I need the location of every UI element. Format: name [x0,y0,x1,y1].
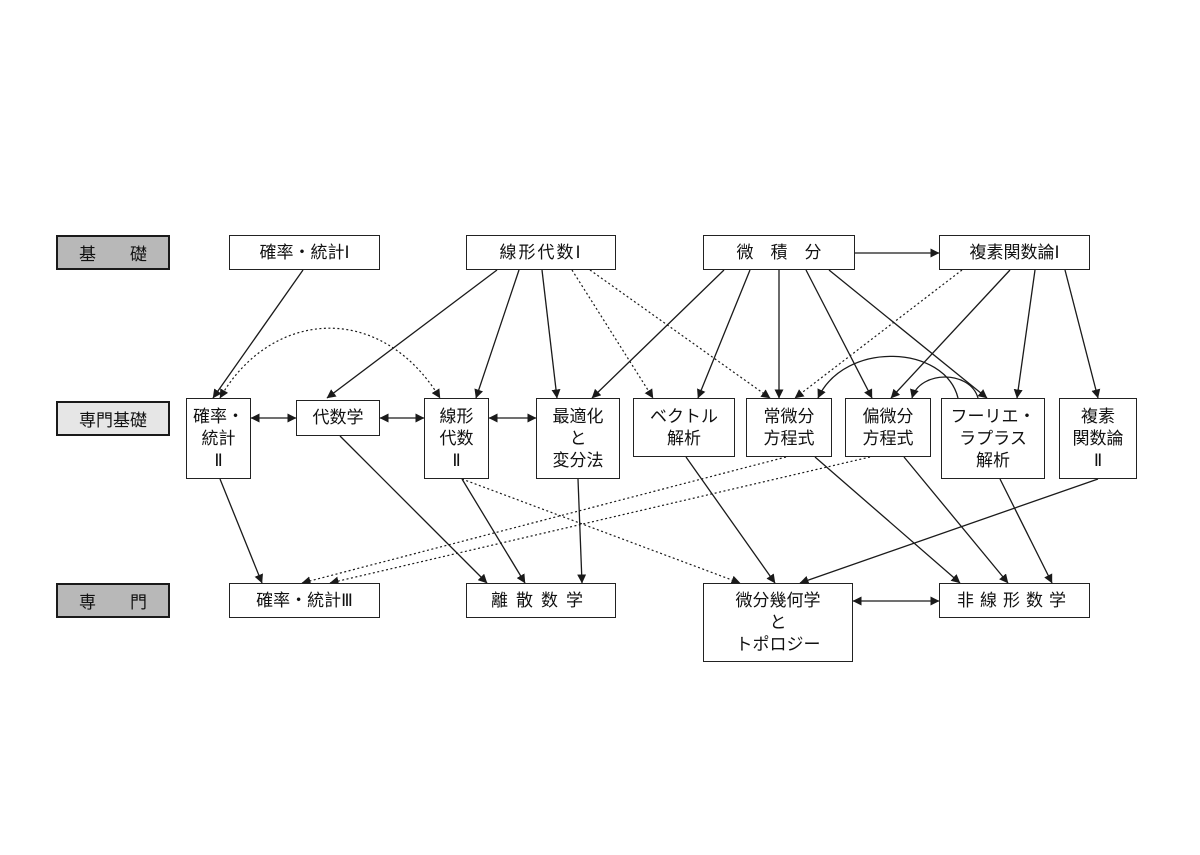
dotted-arrow-complex1-to-ode [794,269,963,399]
node-prob-stat-3: 確率・統計Ⅲ [229,583,380,618]
node-complex-analysis-1: 複素関数論Ⅰ [939,235,1090,270]
arrow-calculus-to-fourier [828,269,988,399]
node-complex-analysis-2: 複素 関数論 Ⅱ [1059,398,1137,479]
arrow-linalg1-to-linalg2 [474,269,520,399]
arrow-calculus-to-pde [805,269,873,399]
node-ode: 常微分 方程式 [746,398,832,457]
dotted-arrow-linalg1-to-vector [571,269,654,399]
arrow-complex2-to-geometry [799,478,1099,585]
arrow-vector-to-geometry [685,456,776,584]
arrow-optimization-to-discrete [577,478,587,584]
node-optimization: 最適化 と 変分法 [536,398,620,479]
node-algebra: 代数学 [296,400,380,436]
node-vector-analysis: ベクトル 解析 [633,398,735,457]
arrow-pde-to-nonlinear [903,456,1009,584]
arrow-linalg1-to-optimization [541,269,561,399]
arrow-complex1-to-pde [890,269,1011,399]
node-linear-algebra-2: 線形 代数 Ⅱ [424,398,489,479]
node-pde: 偏微分 方程式 [845,398,931,457]
arrow-algebra-to-discrete [339,435,488,584]
dotted-arrow-linalg2-to-geometry [461,478,741,585]
level-label-professional: 専 門 [56,583,170,618]
level-label-professional-basic: 専門基礎 [56,401,170,436]
level-label-basic: 基 礎 [56,235,170,270]
arrow-prob2-to-prob3 [219,478,263,584]
node-discrete-math: 離散数学 [466,583,616,618]
arrow-ode-to-nonlinear [814,456,961,584]
arrow-complex1-to-complex2 [1064,269,1101,399]
node-linear-algebra-1: 線形代数Ⅰ [466,235,616,270]
arrow-calculus-to-optimization [591,269,725,399]
node-fourier-laplace: フーリエ・ ラプラス 解析 [941,398,1045,479]
node-nonlinear-math: 非線形数学 [939,583,1090,618]
arrow-fourier-to-pde-arc [910,376,979,399]
arrow-linalg1-to-algebra [326,269,498,399]
node-geometry-topology: 微分幾何学 と トポロジー [703,583,853,662]
dotted-arrow-prob2-linalg2 [219,327,441,399]
arrow-fourier-to-ode-arc [817,355,959,399]
arrow-calculus-to-vector [697,269,751,399]
arrow-complex1-to-fourier [1013,269,1036,399]
node-prob-stat-1: 確率・統計Ⅰ [229,235,380,270]
node-prob-stat-2: 確率・ 統計 Ⅱ [186,398,251,479]
arrow-fourier-to-nonlinear [999,478,1053,584]
node-calculus: 微 積 分 [703,235,855,270]
arrow-linalg2-to-discrete [461,478,526,584]
arrow-prob1-to-prob2 [212,269,304,399]
dotted-arrow-linalg1-to-ode [589,269,771,399]
